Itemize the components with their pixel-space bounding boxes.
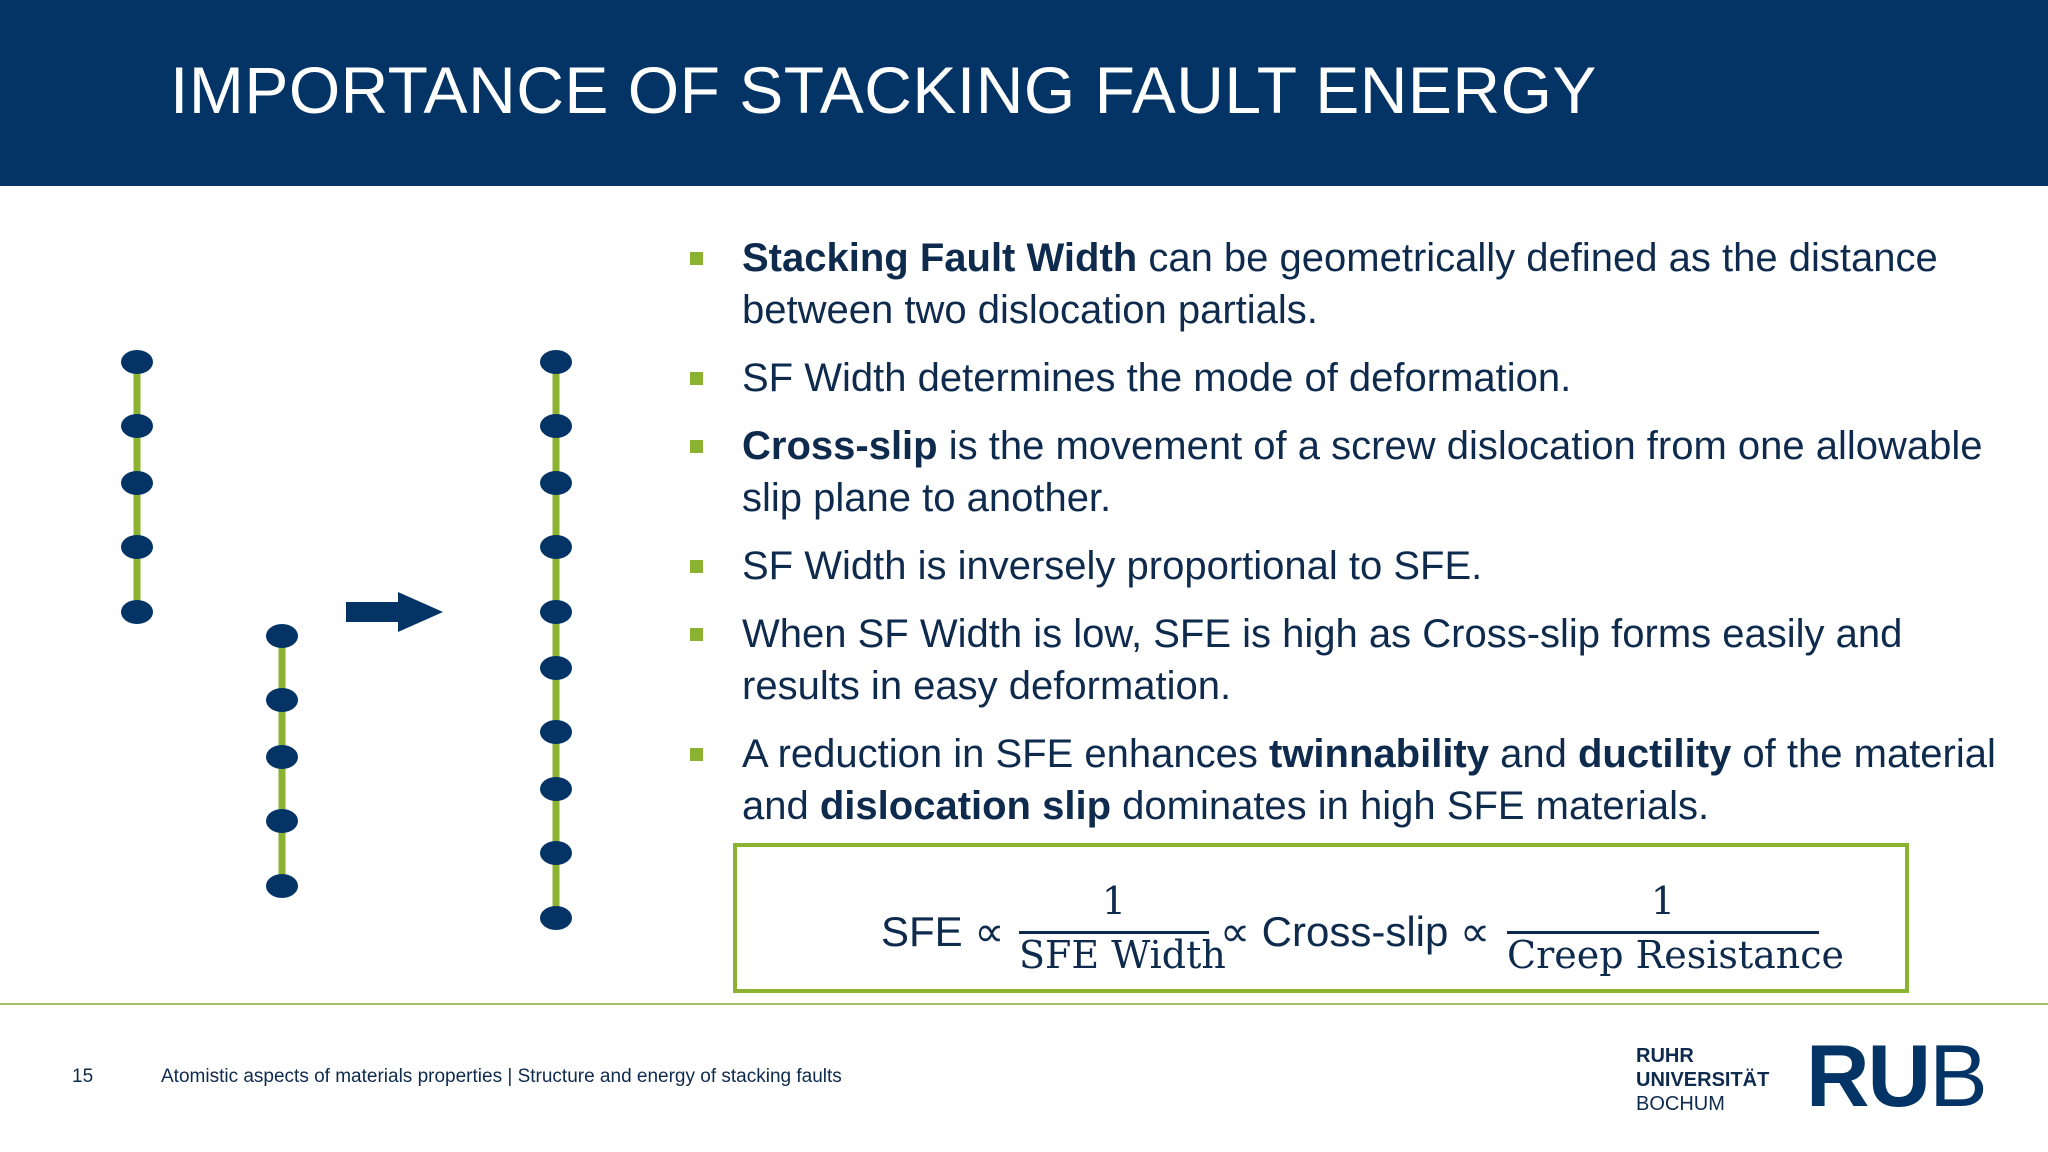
- bullet-text: dominates in high SFE materials.: [1111, 784, 1710, 828]
- formula-denominator-2: Creep Resistance: [1507, 933, 1845, 977]
- bullet-bold-term: dislocation slip: [819, 784, 1112, 828]
- page-number: 15: [72, 1066, 94, 1087]
- logo-thin-part: B: [1929, 1026, 1988, 1125]
- university-line-3: BOCHUM: [1636, 1093, 1725, 1115]
- square-bullet-icon: [690, 560, 703, 573]
- bullet-text: of the material and: [742, 732, 1996, 828]
- bullet-text: SF Width determines the mode of deformat…: [742, 356, 1572, 400]
- formula-numerator-1: 1: [1101, 879, 1127, 923]
- university-line-2: UNIVERSITÄT: [1636, 1069, 1770, 1091]
- formula-denominator-1: SFE Width: [1019, 933, 1226, 977]
- bullet-text: When SF Width is low, SFE is high as Cro…: [742, 612, 1903, 708]
- slide-title: IMPORTANCE OF STACKING FAULT ENERGY: [170, 53, 1597, 127]
- fraction-bar-1: [1019, 931, 1209, 934]
- bullet-text: SF Width is inversely proportional to SF…: [742, 544, 1483, 588]
- bullet-bold-term: Cross-slip: [742, 424, 938, 468]
- formula-box: SFE ∝ 1 SFE Width ∝ Cross-slip ∝ 1 Creep…: [733, 843, 1909, 993]
- bullet-item-inverse-proportion: SF Width is inversely proportional to SF…: [690, 540, 2000, 592]
- university-line-1: RUHR: [1636, 1045, 1694, 1067]
- bullet-bold-term: ductility: [1577, 732, 1732, 776]
- dislocation-partial-combined: [540, 350, 572, 930]
- bullet-text: is the movement of a screw dislocation f…: [742, 424, 1983, 520]
- bullet-text: can be geometrically defined as the dist…: [742, 236, 1938, 332]
- bullet-item-cross-slip: Cross-slip is the movement of a screw di…: [690, 420, 2000, 524]
- square-bullet-icon: [690, 372, 703, 385]
- square-bullet-icon: [690, 748, 703, 761]
- formula-lhs: SFE ∝: [881, 908, 1005, 955]
- title-bar: IMPORTANCE OF STACKING FAULT ENERGY: [0, 0, 2048, 186]
- formula-middle: ∝ Cross-slip ∝: [1220, 908, 1491, 955]
- bullet-list: Stacking Fault Width can be geometricall…: [690, 232, 2000, 848]
- footer-course-title: Atomistic aspects of materials propertie…: [161, 1066, 842, 1087]
- footer-divider: [0, 1003, 2048, 1005]
- bullet-text: A reduction in SFE enhances: [742, 732, 1269, 776]
- fraction-bar-2: [1507, 931, 1819, 934]
- rub-logo: RUB: [1806, 1032, 1988, 1120]
- dislocation-diagram: [121, 350, 572, 930]
- university-name: RUHR UNIVERSITÄT BOCHUM: [1636, 1044, 1769, 1116]
- bullet-item-sfe-reduction: A reduction in SFE enhances twinnability…: [690, 728, 2000, 832]
- bullet-item-low-width: When SF Width is low, SFE is high as Cro…: [690, 608, 2000, 712]
- bullet-item-deformation-mode: SF Width determines the mode of deformat…: [690, 352, 2000, 404]
- bullet-bold-term: Stacking Fault Width: [742, 236, 1138, 280]
- square-bullet-icon: [690, 628, 703, 641]
- right-arrow-icon: [346, 592, 443, 632]
- square-bullet-icon: [690, 440, 703, 453]
- square-bullet-icon: [690, 252, 703, 265]
- sfe-formula: SFE ∝ 1 SFE Width ∝ Cross-slip ∝ 1 Creep…: [737, 847, 1905, 989]
- bullet-item-sf-width-definition: Stacking Fault Width can be geometricall…: [690, 232, 2000, 336]
- bullet-bold-term: twinnability: [1269, 732, 1489, 776]
- dislocation-partial-left-upper: [121, 350, 153, 624]
- dislocation-partial-left-lower: [266, 624, 298, 898]
- logo-bold-part: RU: [1806, 1026, 1931, 1125]
- formula-numerator-2: 1: [1650, 879, 1676, 923]
- bullet-text: and: [1489, 732, 1578, 776]
